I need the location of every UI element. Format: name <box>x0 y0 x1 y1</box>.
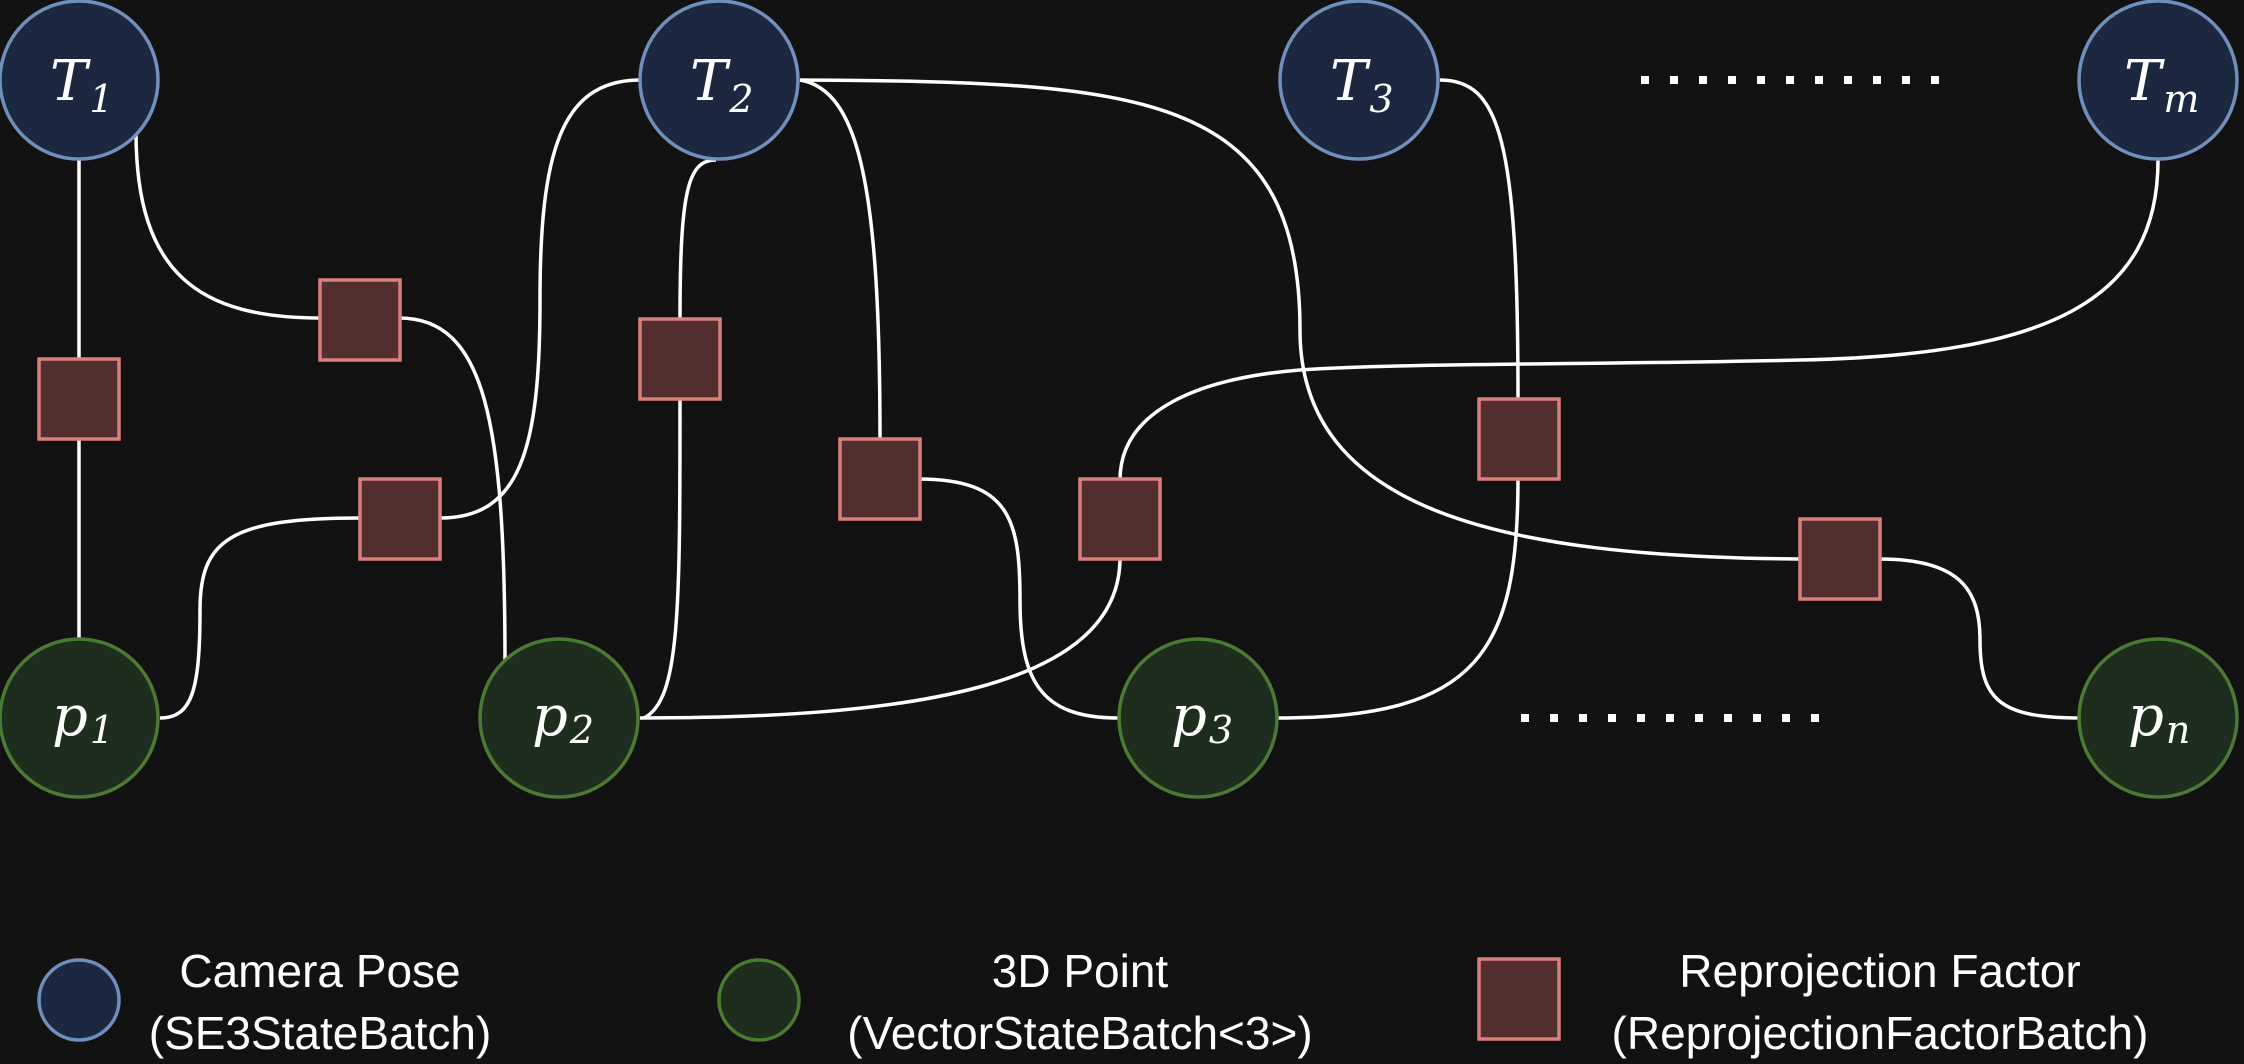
legend-camera-pose-type: (SE3StateBatch) <box>149 1007 492 1059</box>
legend-3d-point-swatch <box>717 958 801 1042</box>
point-nodes: p1 p2 p3 pn <box>0 637 2239 799</box>
node-label: p3 <box>1171 684 1233 752</box>
edge-f5-p3 <box>917 477 1119 720</box>
factor-f4[interactable] <box>638 317 722 401</box>
node-label: T2 <box>690 49 754 121</box>
legend-camera-pose-title: Camera Pose <box>179 945 460 997</box>
factor-squares <box>37 278 1882 601</box>
edges <box>77 78 2160 720</box>
factor-f6[interactable] <box>1078 477 1162 561</box>
pose-node-T2[interactable]: T2 <box>638 0 800 161</box>
legend-3d-point-type: (VectorStateBatch<3>) <box>847 1007 1312 1059</box>
edge-T3-f7 <box>1439 78 1520 399</box>
node-label: p2 <box>532 684 594 752</box>
factor-f5[interactable] <box>838 437 922 521</box>
pose-node-T1[interactable]: T1 <box>0 0 160 161</box>
point-node-p3[interactable]: p3 <box>1117 637 1279 799</box>
point-node-p2[interactable]: p2 <box>478 637 640 799</box>
factor-f7[interactable] <box>1477 397 1561 481</box>
factor-f3[interactable] <box>358 477 442 561</box>
pose-node-T3[interactable]: T3 <box>1278 0 1440 161</box>
edge-Tm-f6 <box>1118 159 2160 481</box>
legend: Camera Pose (SE3StateBatch) 3D Point (Ve… <box>37 945 2149 1059</box>
point-node-pn[interactable]: pn <box>2077 637 2239 799</box>
point-node-p1[interactable]: p1 <box>0 637 160 799</box>
edge-f2-p2 <box>398 316 507 665</box>
legend-reprojection-swatch <box>1477 957 1561 1041</box>
edge-f7-p3 <box>1277 477 1520 720</box>
ellipsis-poses <box>1641 76 1939 84</box>
pose-node-Tm[interactable]: Tm <box>2077 0 2239 161</box>
node-label: pn <box>2128 684 2190 752</box>
legend-reprojection-title: Reprojection Factor <box>1679 945 2080 997</box>
factor-f8[interactable] <box>1798 517 1882 601</box>
factor-f1[interactable] <box>37 357 121 441</box>
edge-f8-pn <box>1879 557 2081 720</box>
legend-reprojection-type: (ReprojectionFactorBatch) <box>1612 1007 2149 1059</box>
camera-pose-nodes: T1 T2 T3 Tm <box>0 0 2239 161</box>
edge-T2-f3 <box>439 78 641 520</box>
node-label: T1 <box>50 49 114 121</box>
edge-f4-p2 <box>643 397 682 720</box>
edge-T1-f2 <box>134 131 322 320</box>
legend-3d-point-title: 3D Point <box>992 945 1169 997</box>
edge-f6-p2 <box>639 557 1122 720</box>
edge-T2-f8 <box>799 78 1801 561</box>
ellipsis-points <box>1521 714 1819 722</box>
edge-f3-p1 <box>159 516 361 720</box>
node-label: T3 <box>1330 49 1394 121</box>
edge-T2-f5 <box>799 78 882 441</box>
factor-f2[interactable] <box>318 278 402 362</box>
edge-T2-f4 <box>678 158 717 321</box>
node-label: Tm <box>2124 49 2199 121</box>
legend-camera-pose-swatch <box>37 958 121 1042</box>
node-label: p1 <box>52 684 114 752</box>
